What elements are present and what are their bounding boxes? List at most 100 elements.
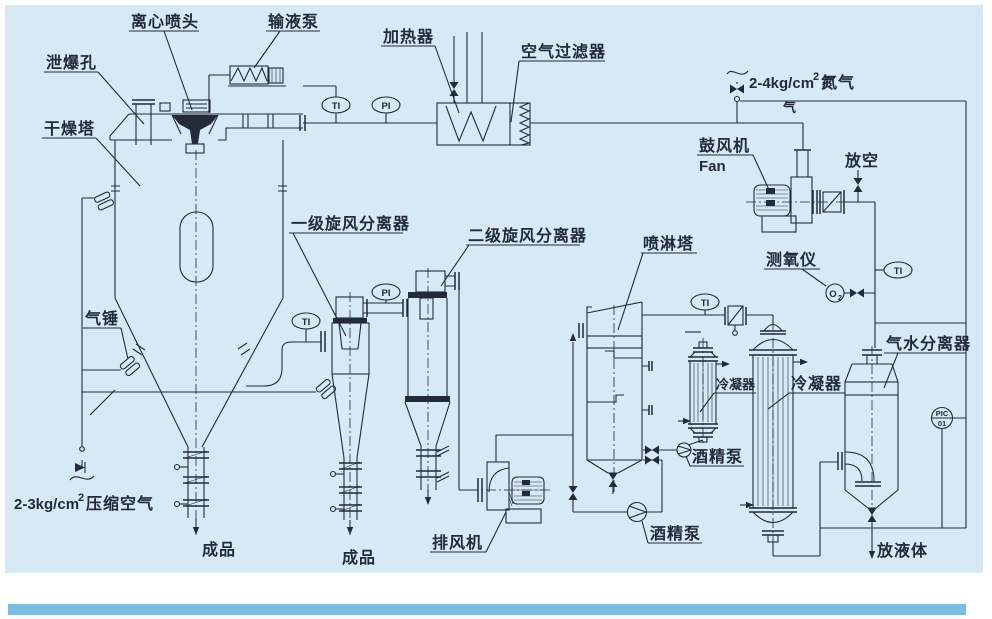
label-cyclone1: 一级旋风分离器 [289,214,410,337]
label-compressed-air: 2-3kg/cm 2 压缩空气 [14,492,154,513]
label-air-filter-text: 空气过滤器 [521,42,606,61]
o2-sub-text: 2 [838,293,842,302]
label-cyclone1-text: 一级旋风分离器 [291,214,410,233]
label-product-left-text: 成品 [202,540,236,559]
label-gas-water-separator-text: 气水分离器 [885,334,971,353]
cyclone2-discharge-stack [416,445,450,505]
main-air-duct-pipe [299,115,804,149]
cyclone2-to-exhaust-fan-pipe [445,272,478,491]
gas-tag-text: 气 [783,100,796,115]
label-cyclone2: 二级旋风分离器 [440,226,586,287]
return-gas-line [740,100,967,528]
label-blower-en-text: Fan [699,158,726,175]
label-alcohol-pump-large-text: 酒精泵 [650,524,701,543]
compressed-air-sup-text: 2 [78,492,84,504]
label-condenser-large-text: 冷凝器 [791,374,842,393]
manhole-window [179,211,214,283]
ti-indicator: TI [291,312,321,342]
cyclone-separator-1 [320,292,408,535]
label-blower-cn-text: 鼓风机 [699,136,750,155]
support-brace [89,389,116,416]
label-condenser-large: 冷凝器 [767,374,845,410]
explosion-vent-nozzle [132,99,155,145]
tower-to-cyclone1-duct [246,341,321,387]
cyclone-separator-2 [404,268,451,505]
label-feed-pump-text: 输液泵 [268,12,319,31]
pic-num-text: 01 [938,419,946,428]
ti-indicator: TI [875,261,913,279]
blower [746,149,850,233]
label-spray-tower-text: 喷淋塔 [643,234,694,253]
label-oxygen-analyzer-text: 测氧仪 [766,250,817,269]
air-filter [518,102,531,146]
pi-indicator: PI [371,283,401,303]
compressed-air-suffix-text: 压缩空气 [86,494,154,513]
label-product-right-text: 成品 [342,548,376,567]
label-nitrogen: 2-4kg/cm 2 氮气 [749,71,855,92]
nitrogen-supply-line [726,70,749,123]
label-heater-text: 加热器 [382,27,434,46]
air-supply-break-icon [69,475,95,481]
label-air-hammer: 气锤 [83,309,129,360]
internal-elbow [837,451,881,487]
alcohol-pump-small-symbol [676,442,692,458]
drying-tower [89,113,303,535]
ti-text: TI [302,317,310,328]
nitrogen-sup-text: 2 [813,71,819,83]
ti-indicator: TI [303,85,351,123]
exhaust-fan [468,461,552,524]
label-spray-tower: 喷淋塔 [617,234,697,331]
pic-text: PIC [936,409,949,418]
label-alcohol-pump-small: 酒精泵 [685,447,744,467]
label-condenser-small-text: 冷凝器 [716,377,756,392]
label-blower: 鼓风机 Fan [697,136,771,193]
label-drain-liquid-text: 放液体 [876,541,928,560]
ti-text: TI [894,266,902,277]
alcohol-pump-large-symbol [626,501,648,523]
label-feed-pump: 输液泵 [253,12,320,69]
label-alcohol-pump-small-text: 酒精泵 [692,447,743,466]
label-air-hammer-text: 气锤 [84,309,119,328]
gas-water-separator [837,346,899,559]
spray-tower-outlet-pipe [642,305,774,336]
label-drying-tower-text: 干燥塔 [44,119,95,138]
sight-glass-icon [724,305,747,336]
label-explosion-vent: 泄爆孔 [44,53,145,125]
cyclone1-discharge-stack [329,458,362,535]
label-exhaust-fan: 排风机 [430,511,507,553]
label-alcohol-pump-large: 酒精泵 [641,520,702,544]
heater [436,32,531,146]
fan-to-spray-tower-pipe [495,333,577,462]
alcohol-circuit-piping [568,435,704,513]
cyclone1-to-cyclone2-pipe [363,302,403,314]
label-exhaust-fan-text: 排风机 [432,533,483,552]
feed-pump [208,65,286,113]
compressed-air-line [69,197,316,481]
label-atomizer-text: 离心喷头 [131,12,199,31]
rotary-atomizer [159,99,219,154]
label-gas-water-separator: 气水分离器 [883,334,971,389]
o2-text: O [829,289,836,300]
condenser-large [740,320,808,556]
label-condenser-small: 冷凝器 [699,377,756,413]
spray-tower [578,301,653,494]
label-drying-tower: 干燥塔 [42,119,141,187]
vent-valve-assembly [853,170,863,202]
ti-indicator: TI [690,293,720,315]
label-air-filter: 空气过滤器 [510,42,606,123]
label-heater: 加热器 [381,27,460,114]
pi-text: PI [382,288,391,299]
pi-indicator: PI [371,96,401,123]
nitrogen-pressure-text: 2-4kg/cm [749,75,814,92]
nitrogen-gas-text: 氮气 [821,73,855,92]
o2-indicator: O 2 [825,283,875,303]
label-atomizer: 离心喷头 [129,12,199,111]
bottom-accent-bar [8,604,966,615]
compressed-air-pressure-text: 2-3kg/cm [14,496,79,513]
pic-indicator: PIC 01 [930,406,966,528]
label-explosion-vent-text: 泄爆孔 [46,53,97,72]
pi-text: PI [382,101,391,112]
tower-discharge-stack [173,447,209,535]
